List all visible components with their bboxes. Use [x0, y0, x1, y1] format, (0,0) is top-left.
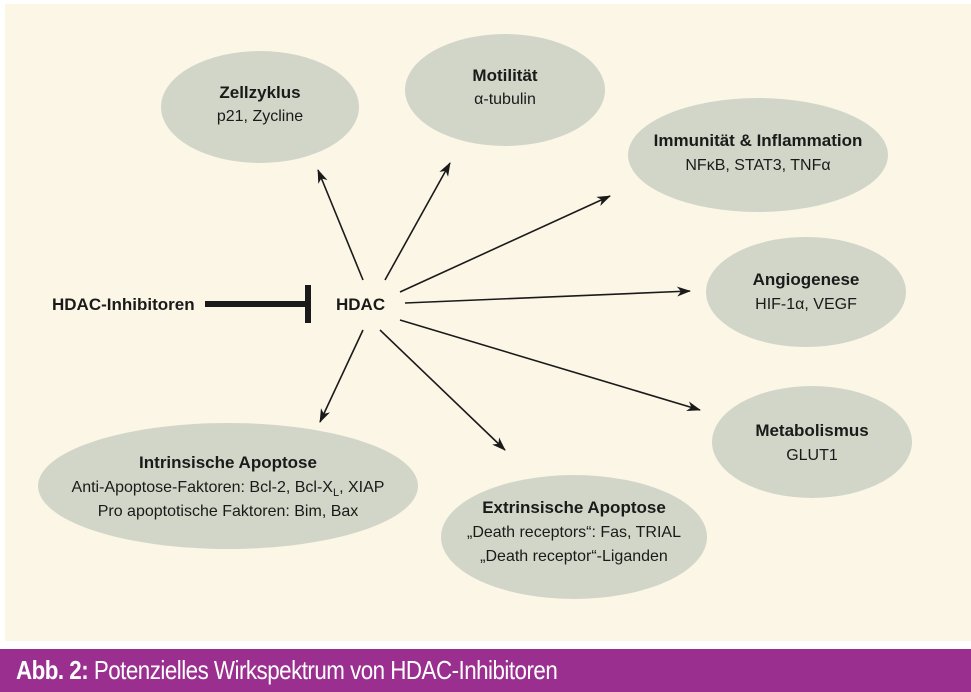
- arrow-to-immunitaet: [399, 195, 611, 293]
- caption-title: Potenzielles Wirkspektrum von HDAC-Inhib…: [88, 655, 558, 685]
- center-label: HDAC: [336, 295, 385, 314]
- metabolismus-text: GLUT1: [786, 447, 838, 464]
- arrow-to-zellzyklus: [317, 169, 364, 281]
- intrinsische-text-1: Anti-Apoptose-Faktoren: Bcl-2, Bcl-XL, X…: [72, 479, 385, 499]
- extrinsische-title: Extrinsische Apoptose: [482, 498, 666, 517]
- arrow-to-angiogenese: [404, 286, 691, 304]
- node-zellzyklus: [161, 51, 359, 163]
- intrinsische-title: Intrinsische Apoptose: [139, 453, 317, 472]
- arrow-to-intrinsische: [319, 329, 364, 423]
- node-angiogenese: [706, 237, 906, 347]
- intrinsische-text-2: Pro apoptotische Faktoren: Bim, Bax: [98, 503, 359, 520]
- motilitaet-title: Motilität: [472, 66, 537, 85]
- figure-caption: Abb. 2: Potenzielles Wirkspektrum von HD…: [16, 655, 558, 686]
- immunitaet-text: NFκB, STAT3, TNFα: [685, 157, 830, 174]
- intrinsische-subscript: L: [333, 487, 339, 499]
- hdac-diagram: HDAC-Inhibitoren HDAC Zellzyklus p21, Zy…: [38, 34, 912, 599]
- caption-bar: Abb. 2: Potenzielles Wirkspektrum von HD…: [0, 649, 971, 692]
- node-intrinsische: [38, 423, 418, 549]
- motilitaet-text: α-tubulin: [474, 91, 536, 108]
- node-motilitaet: [405, 34, 605, 146]
- caption-prefix: Abb. 2:: [16, 655, 89, 685]
- immunitaet-title: Immunität & Inflammation: [654, 131, 863, 150]
- metabolismus-title: Metabolismus: [755, 421, 868, 440]
- node-extrinsische: [441, 475, 707, 599]
- arrow-to-motilitaet: [384, 162, 451, 281]
- angiogenese-text: HIF-1α, VEGF: [755, 296, 857, 313]
- extrinsische-text-1: „Death receptors“: Fas, TRIAL: [467, 524, 681, 541]
- zellzyklus-text: p21, Zycline: [217, 108, 303, 125]
- arrow-to-extrinsische: [379, 329, 506, 451]
- zellzyklus-title: Zellzyklus: [219, 83, 300, 102]
- extrinsische-text-2: „Death receptor“-Liganden: [480, 548, 668, 565]
- arrow-to-metabolismus: [399, 319, 701, 412]
- node-metabolismus: [712, 386, 912, 498]
- intrinsische-suffix: , XIAP: [339, 479, 384, 496]
- angiogenese-title: Angiogenese: [753, 270, 860, 289]
- node-immunitaet: [628, 98, 888, 212]
- inhibitor-label: HDAC-Inhibitoren: [52, 295, 195, 314]
- intrinsische-text-1-main: Anti-Apoptose-Faktoren: Bcl-2, Bcl-X: [72, 479, 334, 496]
